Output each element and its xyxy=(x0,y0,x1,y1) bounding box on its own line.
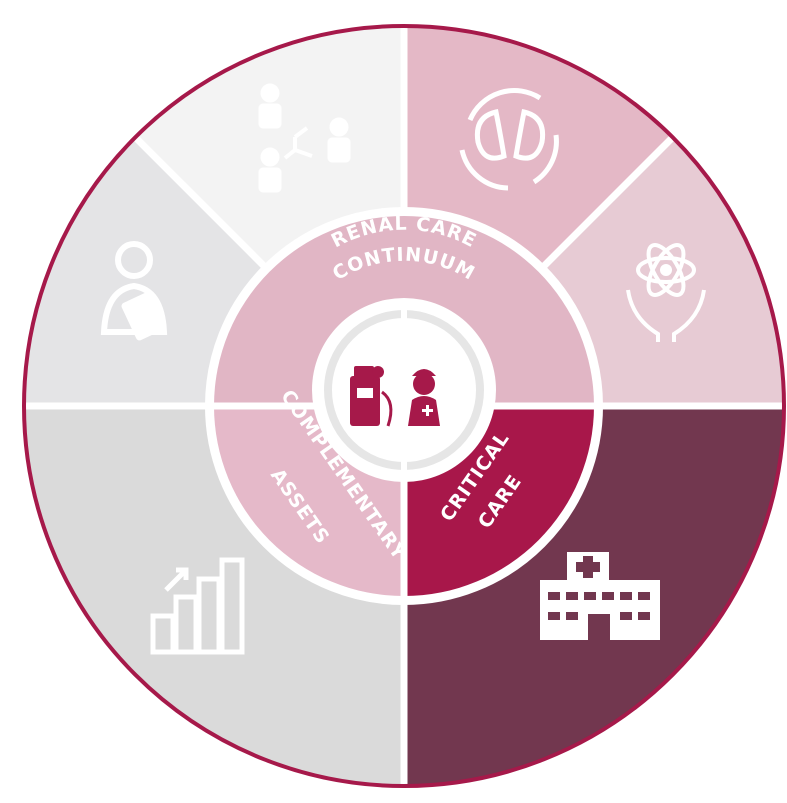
people-network-icon xyxy=(258,83,351,193)
hospital-icon xyxy=(540,552,660,640)
dialysis-machine-icon xyxy=(350,366,393,427)
science-hands-icon xyxy=(626,243,706,342)
outer-ring xyxy=(22,24,786,788)
kidney-cycle-icon xyxy=(459,88,559,191)
growth-chart-icon xyxy=(150,557,245,655)
nurse-icon xyxy=(408,369,440,426)
center-disc xyxy=(312,298,496,482)
patient-tablet-icon xyxy=(100,241,168,341)
